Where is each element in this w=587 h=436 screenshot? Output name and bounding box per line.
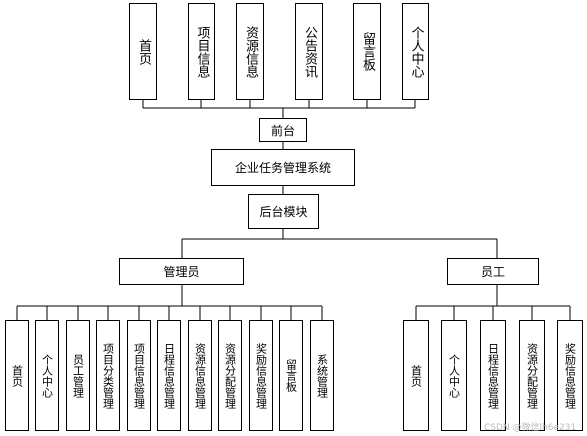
front-module-personal-center: 个人中心 xyxy=(402,3,429,100)
employee-module-home: 首页 xyxy=(403,320,429,431)
module-label: 留言板 xyxy=(284,359,298,392)
admin-module-personal-center: 个人中心 xyxy=(35,320,59,431)
role-admin: 管理员 xyxy=(119,258,244,285)
module-label: 项目信息 xyxy=(194,25,210,78)
system-node: 企业任务管理系统 xyxy=(211,149,355,186)
front-module-resource-info: 资源信息 xyxy=(236,3,264,100)
front-node: 前台 xyxy=(259,118,307,142)
module-label: 项目分类管理 xyxy=(101,342,115,409)
module-label: 日程信息管理 xyxy=(162,342,176,409)
module-label: 资源分配管理 xyxy=(525,342,539,409)
module-label: 系统管理 xyxy=(315,353,329,398)
backend-label: 后台模块 xyxy=(259,205,308,219)
employee-module-personal-center: 个人中心 xyxy=(441,320,467,431)
role-employee-label: 员工 xyxy=(480,265,505,279)
admin-module-reward-info: 奖励信息管理 xyxy=(249,320,273,431)
module-label: 留言板 xyxy=(360,32,375,71)
module-label: 资源信息 xyxy=(243,25,258,78)
admin-module-project-info: 项目信息管理 xyxy=(127,320,151,431)
system-name: 企业任务管理系统 xyxy=(234,161,331,175)
front-module-home: 首页 xyxy=(129,3,157,100)
front-module-project-info: 项目信息 xyxy=(188,3,215,100)
module-label: 个人中心 xyxy=(447,353,461,398)
module-label: 资源信息管理 xyxy=(193,342,207,409)
module-label: 首页 xyxy=(136,38,151,65)
role-admin-label: 管理员 xyxy=(163,265,200,279)
admin-module-resource-info: 资源信息管理 xyxy=(188,320,212,431)
admin-module-schedule: 日程信息管理 xyxy=(157,320,181,431)
role-employee: 员工 xyxy=(447,258,539,285)
admin-module-message-board: 留言板 xyxy=(279,320,303,431)
backend-node: 后台模块 xyxy=(248,194,319,229)
employee-module-resource-allocation: 资源分配管理 xyxy=(519,320,545,431)
module-label: 奖励信息管理 xyxy=(254,342,268,409)
employee-module-reward-info: 奖励信息管理 xyxy=(557,320,583,431)
module-label: 个人中心 xyxy=(408,25,424,78)
front-label: 前台 xyxy=(270,123,295,138)
front-module-announcements: 公告资讯 xyxy=(295,3,323,100)
watermark: CSDN @微信lh6e231 xyxy=(484,423,577,433)
module-label: 个人中心 xyxy=(40,353,54,398)
module-label: 公告资讯 xyxy=(302,25,317,78)
module-label: 首页 xyxy=(10,364,24,387)
admin-module-staff-management: 员工管理 xyxy=(66,320,90,431)
employee-module-schedule: 日程信息管理 xyxy=(480,320,506,431)
module-label: 首页 xyxy=(409,364,423,387)
module-label: 奖励信息管理 xyxy=(563,342,577,409)
admin-module-home: 首页 xyxy=(5,320,29,431)
admin-module-system-management: 系统管理 xyxy=(310,320,334,431)
module-label: 项目信息管理 xyxy=(132,342,146,409)
admin-module-resource-allocation: 资源分配管理 xyxy=(218,320,242,431)
front-module-message-board: 留言板 xyxy=(353,3,381,100)
admin-module-project-category: 项目分类管理 xyxy=(96,320,120,431)
module-label: 员工管理 xyxy=(71,353,85,398)
module-label: 日程信息管理 xyxy=(486,342,500,409)
module-label: 资源分配管理 xyxy=(223,342,237,409)
